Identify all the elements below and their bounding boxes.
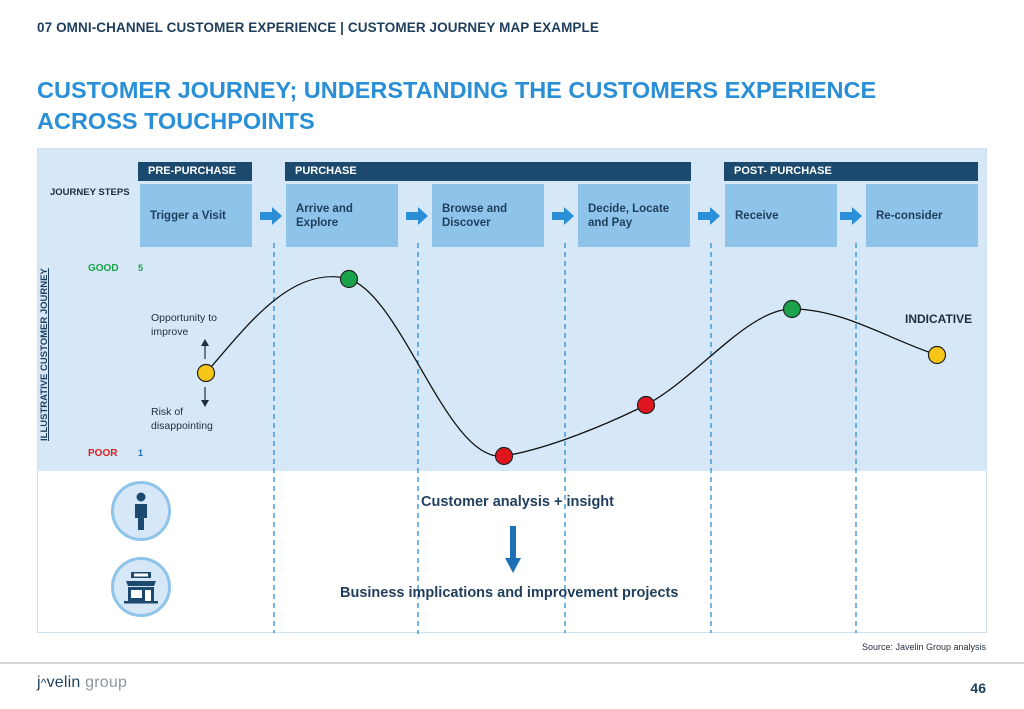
step-reconsider: Re-consider	[866, 184, 978, 247]
journey-line	[205, 276, 938, 457]
step-separators	[273, 243, 857, 634]
right-arrow-icon	[698, 207, 720, 225]
opportunity-note: Opportunity to improve	[151, 312, 217, 338]
journey-point-poor	[494, 446, 514, 466]
logo-caret: ^	[40, 676, 47, 690]
customer-icon-circle	[111, 481, 171, 541]
journey-point-poor	[636, 395, 656, 415]
journey-point-neutral	[927, 345, 947, 365]
person-icon	[135, 492, 147, 530]
risk-note: Risk of disappointing	[151, 406, 213, 432]
logo-text: velin	[46, 674, 81, 691]
journey-point-neutral	[196, 363, 216, 383]
journey-point-good	[339, 269, 359, 289]
journey-map-panel: PRE-PURCHASE PURCHASE POST- PURCHASE JOU…	[37, 148, 987, 634]
slide-title: CUSTOMER JOURNEY; UNDERSTANDING THE CUST…	[37, 77, 877, 134]
right-arrow-icon	[260, 207, 282, 225]
logo-text: j	[37, 674, 41, 691]
phase-pre-purchase: PRE-PURCHASE	[138, 162, 252, 181]
shop-icon	[124, 572, 158, 604]
good-label: GOOD	[88, 263, 119, 274]
up-down-arrows	[201, 339, 209, 407]
right-arrow-icon	[840, 207, 862, 225]
journey-point-good	[782, 299, 802, 319]
phase-post-purchase: POST- PURCHASE	[724, 162, 978, 181]
step-browse-discover: Browse and Discover	[432, 184, 544, 247]
right-arrow-icon	[406, 207, 428, 225]
journey-steps-label: JOURNEY STEPS	[50, 187, 130, 198]
up-arrow-icon	[201, 339, 209, 346]
journey-curve-diagram	[196, 243, 947, 634]
javelin-logo: j^velin group	[37, 674, 127, 692]
down-arrow-icon	[505, 526, 521, 573]
step-trigger-visit: Trigger a Visit	[140, 184, 252, 247]
down-arrow-icon	[201, 400, 209, 407]
step-arrive-explore: Arrive and Explore	[286, 184, 398, 247]
implications-text: Business implications and improvement pr…	[340, 585, 679, 601]
footer-divider	[0, 662, 1024, 664]
logo-text: group	[85, 674, 128, 691]
good-value: 5	[138, 263, 144, 273]
poor-value: 1	[138, 448, 144, 458]
page-number: 46	[970, 680, 986, 696]
phase-purchase: PURCHASE	[285, 162, 691, 181]
step-receive: Receive	[725, 184, 837, 247]
journey-points	[196, 269, 947, 466]
indicative-label: INDICATIVE	[905, 312, 973, 326]
shop-icon-circle	[111, 557, 171, 617]
insight-text: Customer analysis + insight	[421, 494, 614, 510]
poor-label: POOR	[88, 448, 118, 459]
source-note: Source: Javelin Group analysis	[861, 642, 986, 652]
slide-header: 07 OMNI-CHANNEL CUSTOMER EXPERIENCE | CU…	[37, 20, 599, 35]
step-decide-locate-pay: Decide, Locate and Pay	[578, 184, 690, 247]
right-arrow-icon	[552, 207, 574, 225]
